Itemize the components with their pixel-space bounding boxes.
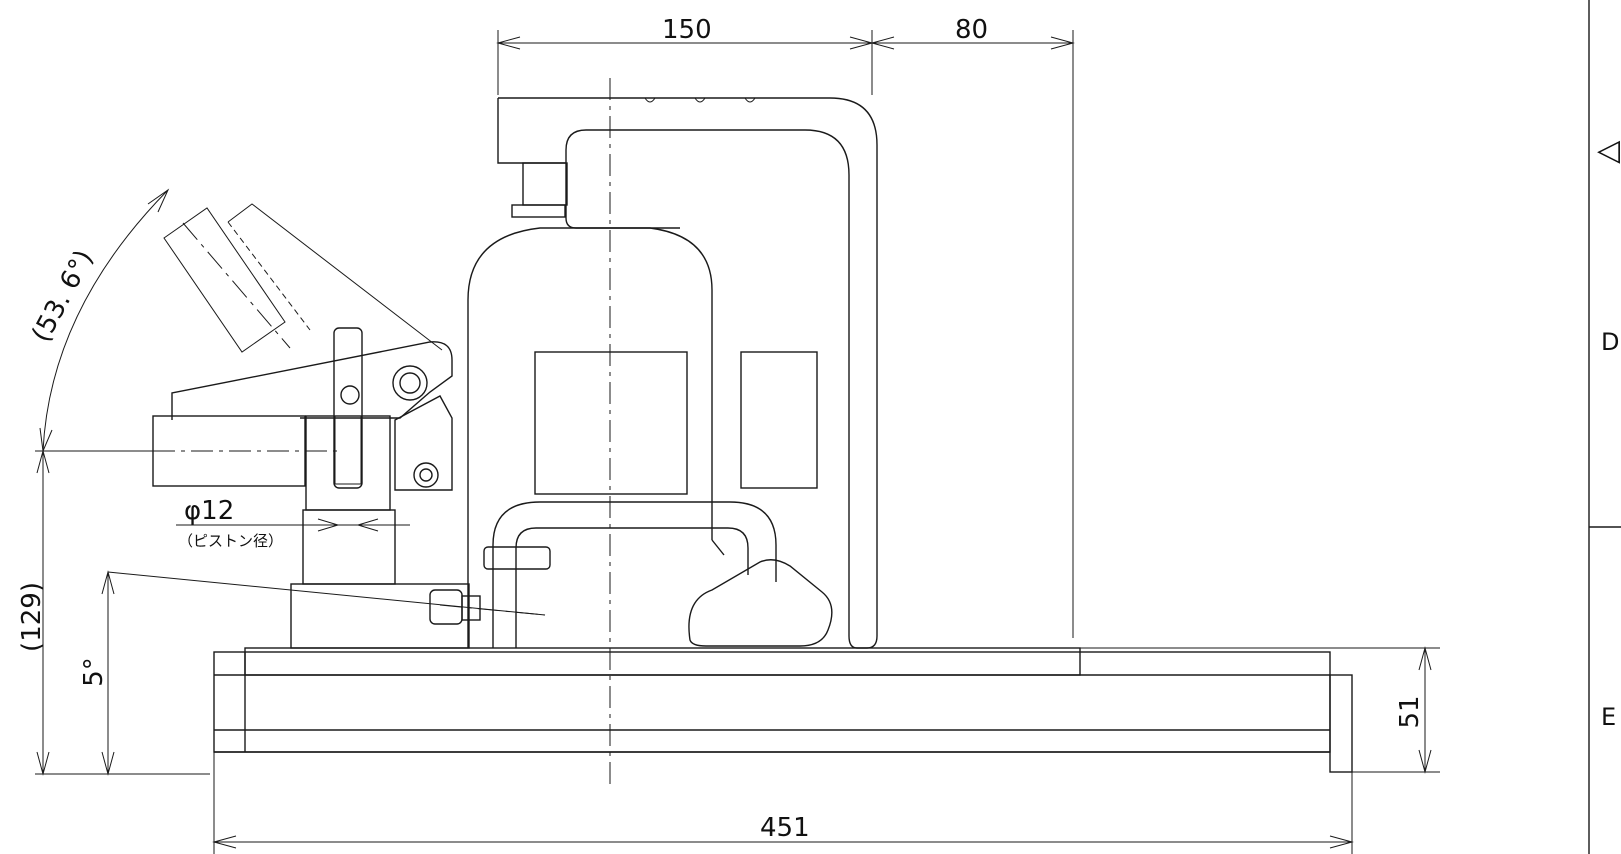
revision-marker: ◁: [1597, 133, 1620, 168]
dim-arrows-51: [1418, 646, 1432, 774]
pump-assembly: [152, 327, 470, 649]
upper-plate: [244, 647, 1081, 676]
frame-outline: [498, 97, 878, 649]
frame-head: [497, 98, 566, 164]
link-lower-pin-inner: [419, 468, 433, 482]
dim-arrows-451: [212, 835, 1354, 849]
cylinder-edge: [711, 539, 725, 556]
dim-angle-53: (53. 6°): [26, 188, 170, 453]
zone-label-e: E: [1601, 703, 1616, 731]
frame-plate: [511, 204, 566, 218]
handle-inner: [515, 527, 749, 648]
base-outline: [213, 651, 1331, 753]
phantom-lever-a: [163, 207, 286, 353]
lever-pivot-outer: [392, 365, 428, 401]
label-window-right: [740, 351, 818, 489]
dim-right: 51: [1080, 646, 1440, 774]
angle-5-leg: [107, 571, 546, 616]
angle-53-arrows: [39, 188, 170, 453]
dim-text-51: 51: [1395, 695, 1425, 728]
raised-lever-phantom: [163, 203, 443, 353]
handle-outer: [492, 501, 777, 648]
dim-text-piston: φ12: [184, 496, 234, 526]
pump-link: [333, 327, 363, 489]
frame-notches: [644, 97, 756, 103]
link-lower-pin-outer: [413, 462, 439, 488]
handle-grip: [483, 546, 551, 570]
dim-top: 150 80: [496, 15, 1075, 638]
valve-stem: [461, 595, 481, 621]
dim-text-piston-note: （ピストン径）: [178, 532, 283, 550]
dim-text-80: 80: [955, 15, 988, 45]
claw-frame: [497, 97, 878, 649]
center-lines: [153, 78, 611, 790]
phantom-centerline: [182, 222, 291, 349]
dim-text-150: 150: [662, 15, 712, 45]
phantom-lever-b: [227, 203, 443, 351]
frame-block: [522, 162, 568, 206]
pump-plunger: [334, 415, 362, 485]
dim-angle-5: 5°: [79, 570, 546, 776]
dim-text-5deg: 5°: [79, 657, 109, 687]
pump-cylinder: [302, 509, 396, 585]
cylinder-body: [467, 227, 818, 648]
dim-left: (129): [17, 449, 210, 776]
base-right-stop: [1329, 674, 1353, 773]
zone-label-d: D: [1601, 328, 1619, 356]
link-pin: [340, 385, 360, 405]
dim-piston: φ12 （ピストン径）: [176, 496, 410, 550]
saddle-block: [688, 559, 833, 647]
angle-5-arrows: [101, 570, 115, 776]
pump-base: [290, 583, 470, 649]
title-block: ◁ D E: [1588, 0, 1621, 854]
lever-pivot-inner: [399, 372, 421, 394]
link-bracket: [394, 395, 453, 491]
phantom-lever-b-hidden: [227, 221, 311, 331]
angle-53-arc: [42, 189, 169, 452]
pump-housing: [305, 415, 391, 511]
base-plate: [213, 647, 1353, 773]
dim-text-53deg: (53. 6°): [26, 245, 99, 347]
dim-text-129: (129): [17, 582, 47, 652]
pump-lever: [171, 341, 453, 420]
release-valve: [429, 589, 481, 625]
piston-arrows: [317, 518, 379, 532]
dim-text-451: 451: [760, 813, 810, 843]
label-window-left: [534, 351, 688, 495]
dim-bottom: 451: [212, 752, 1354, 854]
carry-handle: [483, 501, 777, 648]
dim-arrows-top: [496, 36, 1075, 50]
cylinder-outline: [467, 227, 713, 648]
